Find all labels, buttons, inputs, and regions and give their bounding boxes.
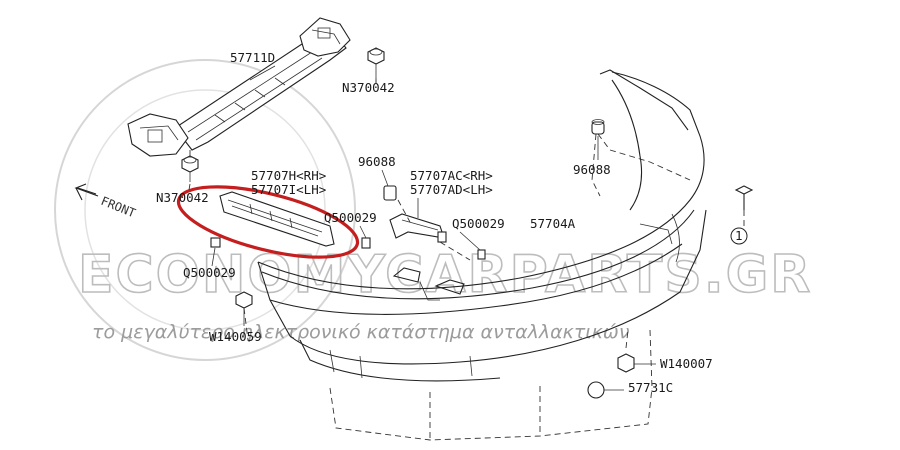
callout-1: 1	[730, 227, 748, 245]
clip-icon	[477, 249, 486, 260]
part-57704A: 57704A	[530, 216, 576, 231]
callout-1-label: 1	[735, 228, 743, 243]
watermark-ring-inner	[84, 89, 326, 331]
clip-icon	[210, 237, 221, 248]
screw-icon	[734, 185, 754, 210]
part-W140059: W140059	[209, 329, 262, 344]
part-W140007: W140007	[660, 356, 713, 371]
part-57707AC: 57707AC<RH>	[410, 168, 493, 183]
clip-icon	[437, 231, 447, 243]
part-N370042-top: N370042	[342, 80, 395, 95]
watermark-ring	[54, 59, 356, 361]
side-bracket-right	[383, 185, 445, 239]
watermark-brand: ECONOMYCARPARTS.GR	[78, 245, 812, 305]
part-57707I: 57707I<LH>	[251, 182, 326, 197]
nut-icon	[181, 155, 199, 173]
part-Q500029-a: Q500029	[324, 210, 377, 225]
part-57731C: 57731C	[628, 380, 673, 395]
part-N370042-left: N370042	[156, 190, 209, 205]
part-96088-mid: 96088	[358, 154, 396, 169]
part-57711D: 57711D	[230, 50, 275, 65]
bumper-beam	[127, 17, 385, 182]
bolt-icon	[617, 353, 635, 373]
part-57707H: 57707H<RH>	[251, 168, 326, 183]
front-label: FRONT	[99, 194, 138, 221]
part-96088-right: 96088	[573, 162, 611, 177]
highlight-ellipse	[176, 185, 360, 259]
watermark-tagline: το μεγαλύτερο ηλεκτρονικό κατάστημα αντα…	[92, 321, 630, 343]
cap-icon	[587, 381, 605, 399]
part-Q500029-b: Q500029	[452, 216, 505, 231]
pin-icon	[591, 119, 605, 135]
part-Q500029-c: Q500029	[183, 265, 236, 280]
clip-icon	[361, 237, 371, 249]
side-bracket-highlighted	[219, 191, 335, 247]
watermark: ECONOMYCARPARTS.GR το μεγαλύτερο ηλεκτρο…	[54, 59, 812, 361]
nut-icon	[367, 47, 385, 65]
bolt-icon	[235, 291, 253, 309]
bumper-cover	[187, 69, 745, 441]
part-57707AD: 57707AD<LH>	[410, 182, 493, 197]
